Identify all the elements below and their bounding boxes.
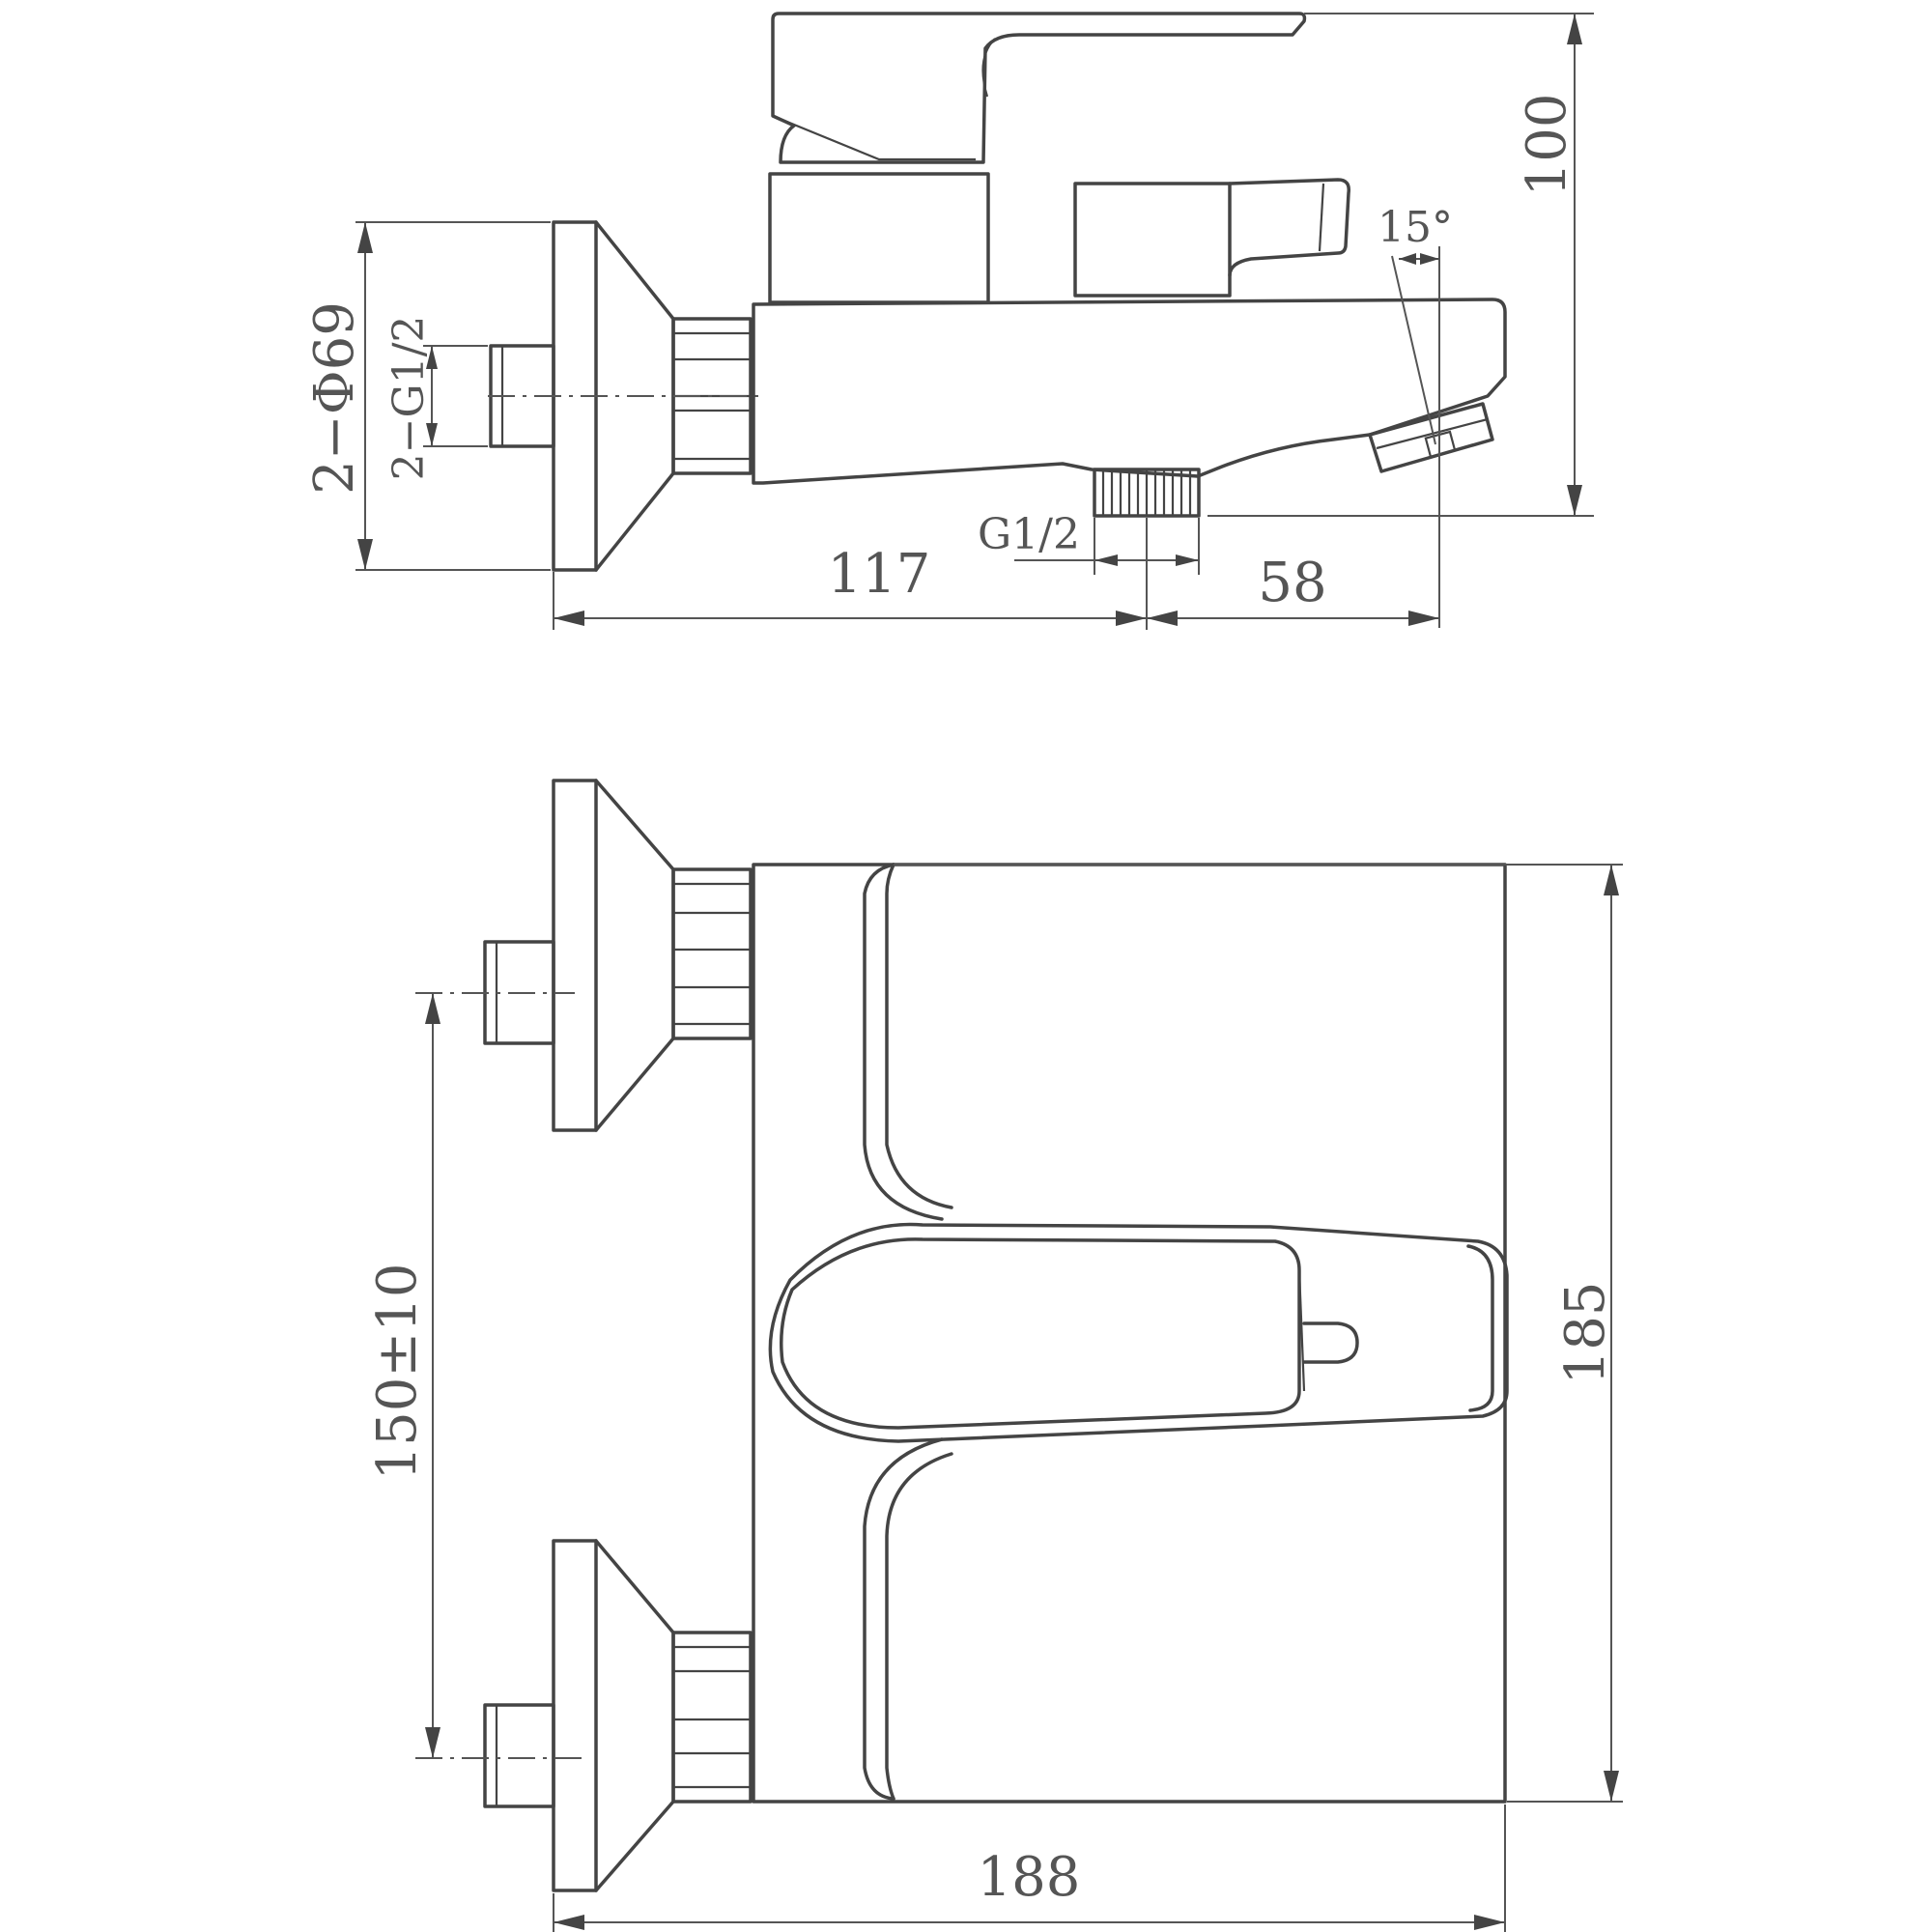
dim-label-58: 58	[1258, 552, 1326, 614]
lever-handle-front	[768, 1222, 1509, 1443]
dim-label-spout-angle: 15°	[1378, 203, 1453, 252]
dim-overall-width: 188	[553, 1804, 1506, 1932]
lower-hex-nut-front	[671, 1631, 753, 1804]
lower-flange-front	[552, 1539, 675, 1892]
dim-flange-diameter: 2−Φ69	[303, 221, 551, 571]
dim-label-overall-width: 188	[978, 1846, 1081, 1909]
cartridge-housing-top	[768, 172, 990, 304]
lower-inlet-pipe-front	[483, 1703, 555, 1808]
dim-label-flange: 2−Φ69	[303, 301, 366, 495]
dim-horizontal-top: 117 58	[553, 518, 1439, 630]
upper-hex-nut-front	[671, 867, 753, 1040]
diverter-pin-front	[1302, 1321, 1359, 1364]
lever-handle-top	[771, 12, 1307, 164]
spout-tip-top	[1368, 402, 1494, 473]
dim-label-inlet-thread: 2−G1/2	[384, 316, 434, 481]
faucet-body-top	[752, 298, 1507, 485]
top-view: 100 2−Φ69 2−G1/2 G1/2	[303, 12, 1594, 630]
dim-label-117: 117	[828, 543, 931, 606]
dim-spout-angle: 15°	[1378, 203, 1453, 628]
front-view: 150±10 185 188	[366, 779, 1623, 1932]
dim-inlet-thread: 2−G1/2	[384, 316, 488, 481]
dim-label-inlet-spacing: 150±10	[366, 1263, 429, 1480]
upper-flange-front	[552, 779, 675, 1132]
dim-height-100: 100	[1208, 13, 1594, 517]
body-upper-channel	[863, 863, 944, 1221]
dim-body-height: 185	[894, 864, 1623, 1803]
dim-label-body-height: 185	[1554, 1282, 1617, 1385]
dim-inlet-spacing: 150±10	[366, 993, 440, 1758]
diverter-knob-top	[1073, 178, 1351, 298]
body-lower-channel	[863, 1437, 944, 1801]
dim-label-outlet-thread: G1/2	[978, 510, 1080, 559]
outlet-thread-top	[1093, 468, 1201, 518]
dim-label-height: 100	[1516, 94, 1578, 197]
dim-outlet-thread: G1/2	[978, 510, 1200, 575]
